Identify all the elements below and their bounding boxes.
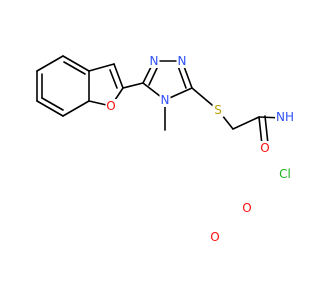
ester-ether-oxygen-label: O bbox=[210, 230, 219, 244]
bond-layer bbox=[36, 55, 284, 146]
ester-carbonyl-oxygen-label: O bbox=[242, 201, 251, 215]
ester-carbonyl-oxygen-backdrop bbox=[241, 201, 253, 215]
amide-nh-label: NH bbox=[276, 110, 294, 124]
bond bbox=[63, 61, 86, 75]
bond bbox=[36, 100, 64, 117]
bond bbox=[113, 63, 124, 89]
bond bbox=[177, 65, 187, 89]
triazole-n1-label: N bbox=[150, 54, 159, 68]
triazole-n4-backdrop bbox=[159, 93, 171, 107]
bond bbox=[109, 69, 118, 89]
triazole-n1-backdrop bbox=[148, 54, 160, 68]
bond bbox=[88, 63, 115, 72]
bond bbox=[62, 100, 90, 117]
triazole-n2-label: N bbox=[178, 54, 187, 68]
chlorine-label: Cl bbox=[279, 167, 291, 181]
furan-oxygen-backdrop bbox=[105, 99, 117, 113]
bond bbox=[122, 82, 144, 89]
furan-oxygen-label: O bbox=[106, 99, 115, 113]
triazole-n4-label: N bbox=[161, 93, 170, 107]
amide-oxygen-backdrop bbox=[259, 141, 271, 155]
bond bbox=[41, 97, 64, 111]
ester-ether-oxygen-backdrop bbox=[209, 230, 221, 244]
triazole-n2-backdrop bbox=[176, 54, 188, 68]
bond bbox=[232, 116, 260, 130]
thioether-sulfur-backdrop bbox=[212, 103, 224, 117]
bond bbox=[148, 65, 159, 86]
bond bbox=[258, 116, 263, 146]
thioether-sulfur-label: S bbox=[214, 103, 222, 117]
bond bbox=[62, 55, 90, 72]
chlorine-backdrop bbox=[275, 167, 295, 181]
amide-nh-backdrop bbox=[275, 110, 295, 124]
bond bbox=[264, 115, 269, 145]
amide-oxygen-label: O bbox=[260, 141, 269, 155]
bond bbox=[36, 55, 64, 72]
